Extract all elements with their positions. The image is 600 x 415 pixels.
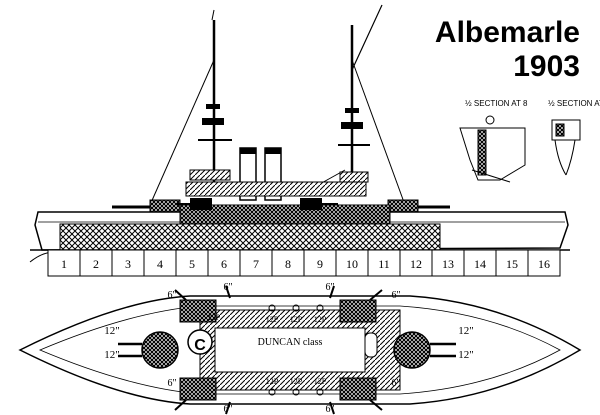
turret-letter: C: [194, 337, 206, 354]
gun-label-12pdr: 12P: [266, 315, 279, 324]
gun-label-6in: 6": [325, 404, 334, 415]
section-number: 6: [221, 257, 227, 271]
gun-label-6in: 6": [391, 290, 400, 301]
gun-label-6in: 6": [325, 282, 334, 293]
section-number: 8: [285, 257, 291, 271]
section-number: 16: [538, 257, 550, 271]
section-label-13: ½ SECTION AT 13: [548, 99, 600, 108]
section-number: 12: [410, 257, 422, 271]
section-number: 3: [125, 257, 131, 271]
section-number: 5: [189, 257, 195, 271]
section-strip: 1 2 3 4 5 6 7 8 9 10 11 12 13 14 15 16: [47, 249, 561, 277]
section-number: 1: [61, 257, 67, 271]
gun-label-12in: 12": [458, 325, 474, 337]
gun-label-6in: 6": [223, 282, 232, 293]
gun-label-12in: 12": [104, 349, 120, 361]
gun-label-12pdr: 12P: [314, 315, 327, 324]
plan-view: C DUNCAN class 12" 12" 12" 12" 6" 6" 6" …: [18, 282, 582, 415]
gun-label-12pdr: 12P: [208, 313, 221, 322]
gun-label-12in: 12": [458, 349, 474, 361]
section-label-8: ½ SECTION AT 8: [465, 99, 528, 108]
section-number: 15: [506, 257, 518, 271]
section-number: 9: [317, 257, 323, 271]
section-number: 10: [346, 257, 358, 271]
gun-label-6in: 6": [391, 378, 400, 389]
gun-label-12in: 12": [104, 325, 120, 337]
section-number: 13: [442, 257, 454, 271]
ship-name: Albemarle: [435, 16, 580, 49]
gun-label-12pdr: 12P: [290, 315, 303, 324]
gun-label-6in: 6": [167, 378, 176, 389]
section-number: 11: [378, 257, 390, 271]
section-number: 7: [253, 257, 259, 271]
gun-label-6in: 6": [223, 404, 232, 415]
ship-year: 1903: [513, 50, 580, 83]
section-number: 14: [474, 257, 486, 271]
section-number: 2: [93, 257, 99, 271]
gun-label-12pdr: 12P: [266, 377, 279, 386]
gun-label-12pdr: 12P: [314, 377, 327, 386]
class-label: DUNCAN class: [258, 337, 323, 348]
gun-label-12pdr: 12P: [290, 377, 303, 386]
gun-label-6in: 6": [167, 290, 176, 301]
profile-view: [29, 4, 570, 263]
section-number: 4: [157, 257, 163, 271]
section-insets: ½ SECTION AT 8 ½ SECTION AT 13: [459, 99, 600, 183]
